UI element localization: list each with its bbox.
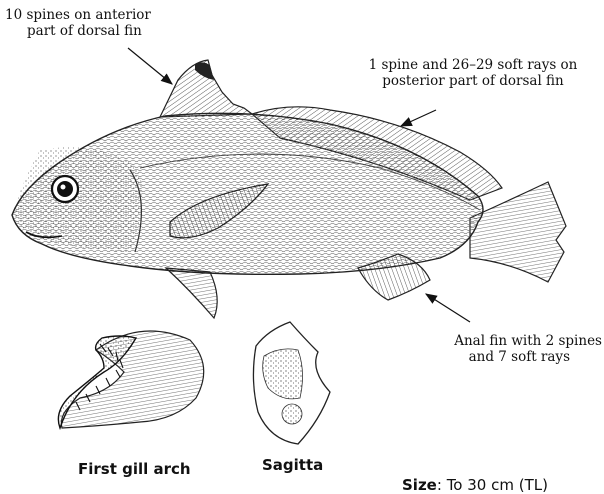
pelvic-fin <box>166 268 217 318</box>
sagitta-figure <box>253 322 330 444</box>
size-value: To 30 cm (TL) <box>447 476 548 494</box>
caudal-fin <box>470 182 566 282</box>
gill-arch-figure <box>58 331 203 428</box>
caption-sagitta: Sagitta <box>262 456 323 474</box>
arrow-posterior-dorsal <box>401 110 436 126</box>
size-label: Size <box>402 476 437 494</box>
arrow-anal-fin <box>426 294 470 322</box>
arrow-anterior-dorsal <box>128 48 172 84</box>
caption-gill-arch: First gill arch <box>78 460 191 478</box>
size-line: Size: To 30 cm (TL) <box>402 476 548 494</box>
